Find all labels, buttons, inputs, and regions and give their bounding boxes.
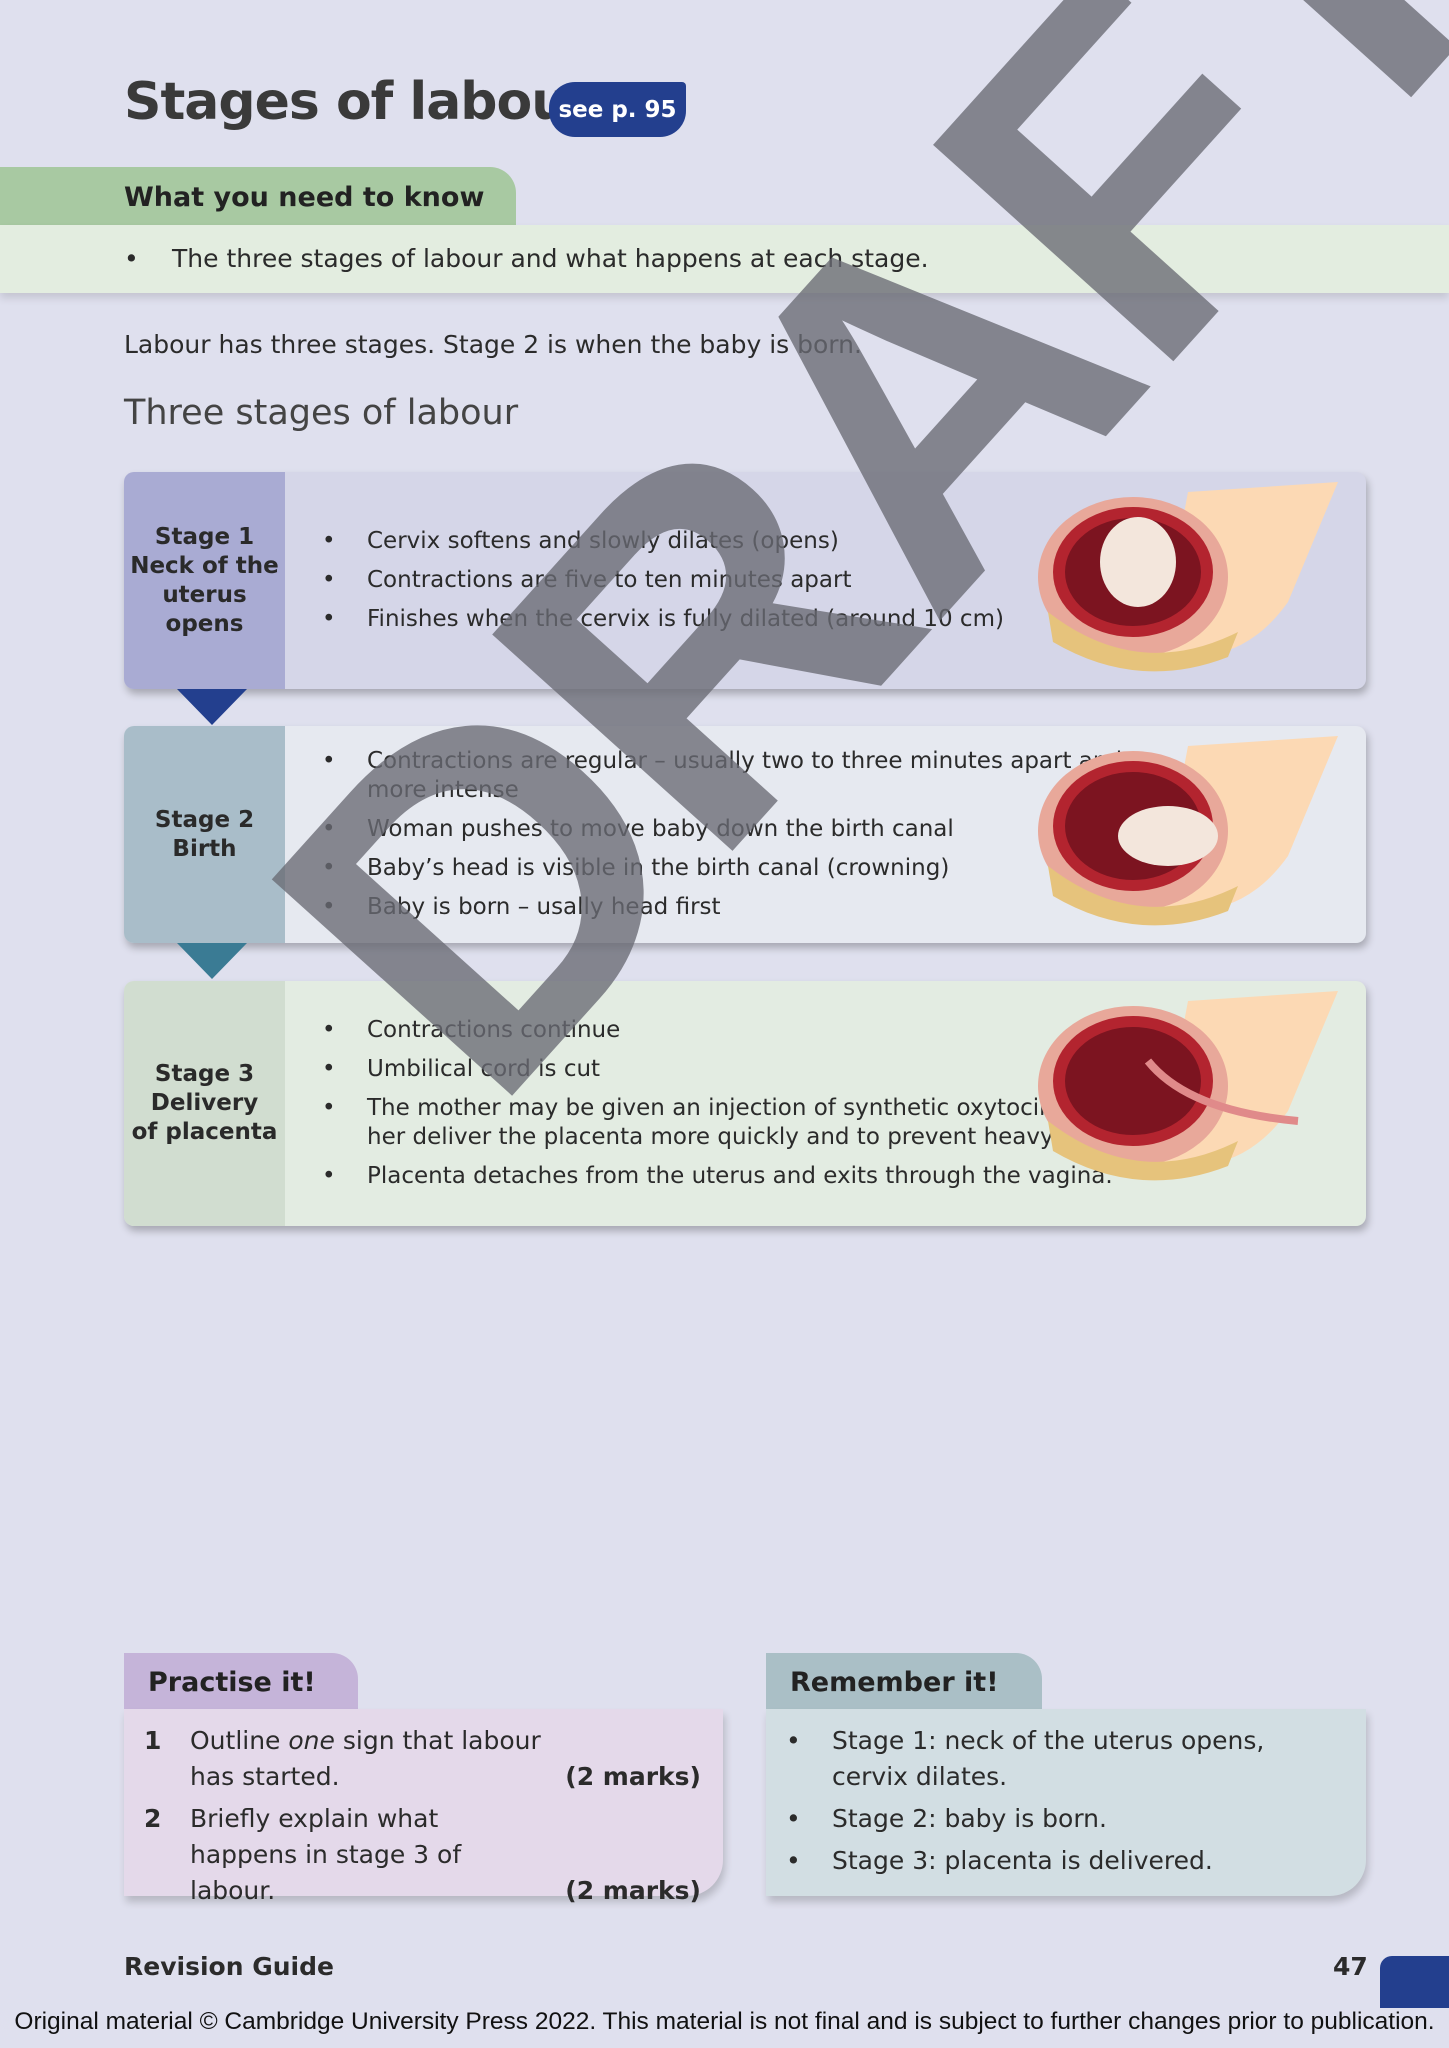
page-tab-marker	[1380, 1956, 1449, 2008]
down-arrow-icon	[177, 943, 247, 979]
page-number: 47	[1333, 1952, 1368, 1981]
list-item: Baby’s head is visible in the birth cana…	[304, 854, 1164, 883]
uterus-illustration-stage-1	[1038, 482, 1338, 672]
list-item: Finishes when the cervix is fully dilate…	[304, 605, 1164, 634]
footer-title: Revision Guide	[124, 1952, 334, 1981]
list-item: Baby is born – usally head first	[304, 893, 1164, 922]
list-item: •Stage 1: neck of the uterus opens, cerv…	[786, 1726, 1265, 1791]
stage-2-bullets: Contractions are regular – usually two t…	[304, 726, 1164, 943]
practise-heading: Practise it!	[124, 1653, 358, 1710]
list-item: Contractions are five to ten minutes apa…	[304, 566, 1164, 595]
copyright-notice: Original material © Cambridge University…	[14, 2008, 1435, 2035]
marks: (2 marks)	[565, 1762, 701, 1791]
list-item: The mother may be given an injection of …	[304, 1094, 1164, 1152]
need-to-know-bullet: The three stages of labour and what happ…	[172, 244, 929, 273]
list-item: Woman pushes to move baby down the birth…	[304, 815, 1164, 844]
need-to-know-band: • The three stages of labour and what hap…	[0, 225, 1449, 293]
bullet: •	[124, 244, 139, 273]
stage-3-bullets: Contractions continue Umbilical cord is …	[304, 981, 1164, 1226]
need-to-know-heading: What you need to know	[0, 167, 516, 225]
section-heading: Three stages of labour	[124, 393, 519, 433]
uterus-illustration-stage-3	[1038, 991, 1338, 1181]
intro-text: Labour has three stages. Stage 2 is when…	[124, 330, 862, 359]
list-item: Placenta detaches from the uterus and ex…	[304, 1162, 1164, 1191]
marks: (2 marks)	[565, 1876, 701, 1905]
see-page-badge[interactable]: see p. 95	[549, 82, 686, 137]
down-arrow-icon	[177, 689, 247, 725]
stage-1-bullets: Cervix softens and slowly dilates (opens…	[304, 472, 1164, 689]
list-item: Umbilical cord is cut	[304, 1055, 1164, 1084]
list-item: Cervix softens and slowly dilates (opens…	[304, 527, 1164, 556]
remember-box: •Stage 1: neck of the uterus opens, cerv…	[766, 1709, 1366, 1896]
remember-heading: Remember it!	[766, 1653, 1042, 1710]
uterus-illustration-stage-2	[1038, 736, 1338, 926]
list-item: Contractions continue	[304, 1016, 1164, 1045]
list-item: •Stage 3: placenta is delivered.	[786, 1846, 1213, 1875]
list-item: •Stage 2: baby is born.	[786, 1804, 1107, 1833]
list-item: Contractions are regular – usually two t…	[304, 747, 1164, 805]
page-title: Stages of labour	[124, 72, 593, 132]
